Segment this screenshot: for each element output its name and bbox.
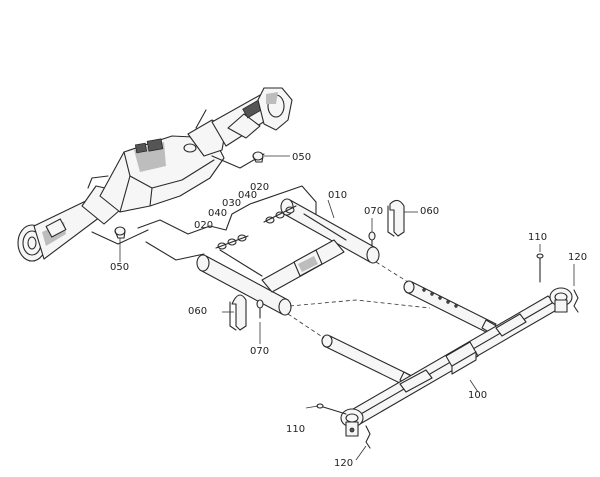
callout-c040b: 040 — [208, 208, 227, 219]
front-beam — [340, 287, 573, 437]
pin-070-upper — [368, 231, 376, 247]
hardware-lower-set — [215, 234, 249, 250]
callout-c110b: 110 — [286, 424, 305, 435]
alignment-line — [375, 261, 409, 283]
callout-c070b: 070 — [250, 346, 269, 357]
u-bolt-060-lower — [229, 294, 247, 331]
callout-c060b: 060 — [188, 306, 207, 317]
callout-c120b: 120 — [334, 458, 353, 469]
pin-110-left — [316, 403, 347, 415]
clip-120-left — [365, 425, 371, 449]
hardware-upper-set — [263, 205, 297, 224]
callout-c020a: 020 — [250, 182, 269, 193]
callout-leaders — [119, 155, 575, 461]
pin-070-lower — [256, 299, 264, 319]
clip-120-right — [573, 289, 579, 313]
callout-c100: 100 — [468, 390, 487, 401]
support-frame — [137, 185, 380, 316]
bolt-050-lower — [114, 226, 126, 239]
callout-c060a: 060 — [420, 206, 439, 217]
u-bolt-060-upper — [387, 199, 405, 237]
alignment-line — [289, 299, 431, 309]
callout-c110a: 110 — [528, 232, 547, 243]
callout-c050b: 050 — [110, 262, 129, 273]
callout-c030: 030 — [222, 198, 241, 209]
callout-c040a: 040 — [238, 190, 257, 201]
extension-tube-rear — [403, 280, 501, 337]
callout-c050a: 050 — [292, 152, 311, 163]
callout-c120a: 120 — [568, 252, 587, 263]
callout-c070a: 070 — [364, 206, 383, 217]
bolt-050-upper — [252, 151, 264, 163]
pin-110-right — [536, 253, 544, 283]
axle-housing — [17, 87, 293, 262]
callout-c010: 010 — [328, 190, 347, 201]
callout-c020b: 020 — [194, 220, 213, 231]
alignment-line — [287, 313, 325, 339]
